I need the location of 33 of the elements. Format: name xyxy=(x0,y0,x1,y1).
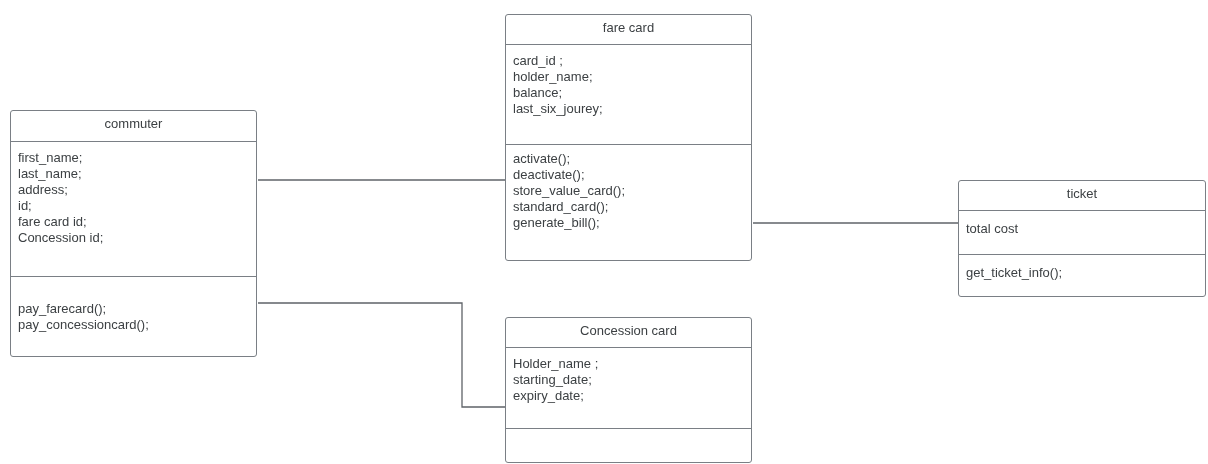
member-text: Holder_name ; xyxy=(513,356,599,372)
member-text: last_name; xyxy=(18,166,82,182)
member-text: address; xyxy=(18,182,68,198)
member-text: pay_farecard(); xyxy=(18,301,107,317)
member-text: activate(); xyxy=(513,151,571,167)
class-name: commuter xyxy=(103,116,164,132)
association-line xyxy=(257,179,506,181)
member-text: id; xyxy=(18,198,32,214)
member-text: total cost xyxy=(966,221,1019,237)
member-text: starting_date; xyxy=(513,372,592,388)
member-text: pay_concessioncard(); xyxy=(18,317,149,333)
class-box xyxy=(505,14,752,261)
member-text: holder_name; xyxy=(513,69,593,85)
member-text: get_ticket_info(); xyxy=(966,265,1063,281)
member-text: last_six_jourey; xyxy=(513,101,603,117)
member-text: store_value_card(); xyxy=(513,183,625,199)
class-name: ticket xyxy=(1065,186,1099,202)
member-text: Concession id; xyxy=(18,230,104,246)
class-box xyxy=(10,110,257,357)
class-name: Concession card xyxy=(579,323,678,339)
member-text: first_name; xyxy=(18,150,83,166)
member-text: card_id ; xyxy=(513,53,563,69)
class-box xyxy=(958,180,1206,297)
member-text: balance; xyxy=(513,85,563,101)
member-text: expiry_date; xyxy=(513,388,584,404)
member-text: standard_card(); xyxy=(513,199,609,215)
class-name: fare card xyxy=(601,20,656,36)
class-box xyxy=(505,317,752,463)
association-line xyxy=(752,222,959,224)
association-line xyxy=(257,302,506,408)
member-text: deactivate(); xyxy=(513,167,585,183)
member-text: fare card id; xyxy=(18,214,87,230)
member-text: generate_bill(); xyxy=(513,215,600,231)
